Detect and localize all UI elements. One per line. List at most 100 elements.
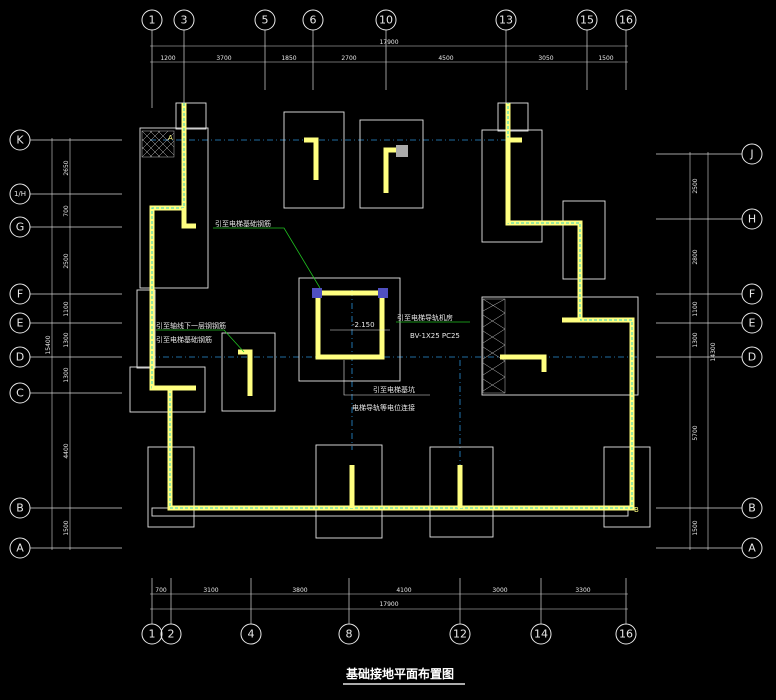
foundation-block-15 bbox=[562, 200, 606, 280]
axis-label: 12 bbox=[453, 628, 467, 641]
dim-text: 3100 bbox=[203, 587, 218, 594]
dim-text: 1850 bbox=[281, 55, 296, 62]
axis-marker-left-D: D bbox=[9, 346, 122, 368]
dim-text: 3300 bbox=[575, 587, 590, 594]
grid-lines bbox=[150, 139, 640, 470]
axis-marker-left-F: F bbox=[9, 283, 122, 305]
axis-label: 13 bbox=[499, 14, 513, 27]
axis-label: 15 bbox=[580, 14, 594, 27]
pit-elevation: -2.150 bbox=[352, 321, 375, 329]
axis-label: 4 bbox=[248, 628, 255, 641]
axis-label: F bbox=[17, 288, 23, 301]
axis-label: 1 bbox=[149, 628, 156, 641]
axis-marker-left-K: K bbox=[9, 129, 122, 151]
note-elevator-foundation: 引至电梯基础钢筋 bbox=[215, 219, 271, 228]
axis-marker-left-C: C bbox=[9, 382, 122, 404]
axis-label: K bbox=[16, 134, 24, 147]
axis-label: 1/H bbox=[14, 190, 26, 198]
axis-label: 5 bbox=[262, 14, 269, 27]
note-elevator-pit: 引至电梯基坑 bbox=[373, 385, 415, 394]
axis-label: 2 bbox=[168, 628, 175, 641]
axis-label: G bbox=[16, 221, 25, 234]
pit-corner-mark bbox=[312, 288, 322, 298]
axis-marker-top-10: 10 bbox=[375, 9, 397, 90]
foundation-block-8 bbox=[315, 444, 383, 539]
elevator-pit-outline bbox=[298, 277, 401, 382]
dim-text: 1500 bbox=[692, 520, 699, 535]
dim-text: 4400 bbox=[63, 443, 70, 458]
axis-label: 14 bbox=[534, 628, 548, 641]
axis-marker-bottom-16: 16 bbox=[615, 578, 637, 645]
foundation-neck bbox=[175, 102, 207, 130]
axis-marker-left-A: A bbox=[9, 537, 122, 559]
hatch-top-left bbox=[141, 130, 175, 158]
left-dimension-chain: 15400 2650 700 2500 1100 1300 1300 4400 … bbox=[45, 138, 71, 550]
drawing-title: 基础接地平面布置图 bbox=[345, 666, 454, 681]
wall-stub bbox=[505, 137, 522, 223]
axis-label: 10 bbox=[379, 14, 393, 27]
axis-marker-right-A: A bbox=[656, 537, 763, 559]
cable-spec: BV-1X25 PC25 bbox=[410, 332, 460, 340]
note-elevator-foundation-2: 引至电梯基础钢筋 bbox=[156, 335, 212, 344]
mark-b: B bbox=[634, 506, 639, 514]
axis-marker-top-16: 16 bbox=[615, 9, 637, 90]
axis-marker-top-15: 15 bbox=[576, 9, 598, 90]
axis-marker-top-1: 1 bbox=[141, 9, 163, 108]
axis-label: 16 bbox=[619, 14, 633, 27]
axis-label: J bbox=[749, 148, 753, 161]
axis-marker-right-J: J bbox=[656, 143, 763, 165]
dim-text: 2650 bbox=[63, 160, 70, 175]
foundation-block-4 bbox=[221, 332, 276, 412]
dim-text: 2700 bbox=[341, 55, 356, 62]
wall-stub-4 bbox=[238, 349, 253, 396]
wall-stub bbox=[181, 208, 196, 229]
dim-text: 700 bbox=[155, 587, 167, 594]
note-axis-steel: 引至轴线下一层钢钢筋 bbox=[156, 321, 226, 330]
wall-left-loop bbox=[149, 103, 635, 511]
drawing-title-block: 基础接地平面布置图 bbox=[343, 666, 465, 685]
grounding-walls bbox=[149, 103, 635, 511]
dim-text: 1100 bbox=[63, 301, 70, 316]
axis-label: 8 bbox=[346, 628, 353, 641]
axis-marker-bottom-1: 1 bbox=[141, 578, 163, 645]
dim-text: 3700 bbox=[216, 55, 231, 62]
axis-label: 1 bbox=[149, 14, 156, 27]
axis-marker-right-F: F bbox=[656, 283, 763, 305]
axis-marker-right-B: B bbox=[656, 497, 763, 519]
dim-text: 700 bbox=[63, 205, 70, 217]
axis-marker-left-G: G bbox=[9, 216, 122, 238]
dim-text: 2800 bbox=[692, 249, 699, 264]
foundation-block-13 bbox=[481, 129, 543, 243]
wall-stub-10 bbox=[383, 147, 396, 193]
dim-text: 1300 bbox=[63, 367, 70, 382]
axis-label: A bbox=[748, 542, 756, 555]
axis-marker-top-6: 6 bbox=[302, 9, 324, 90]
right-total-dimension: 14300 bbox=[710, 342, 717, 361]
dim-text: 4500 bbox=[438, 55, 453, 62]
dim-text: 3800 bbox=[292, 587, 307, 594]
dim-text: 4100 bbox=[396, 587, 411, 594]
axis-marker-bottom-8: 8 bbox=[338, 578, 360, 645]
dim-text: 5700 bbox=[692, 425, 699, 440]
axis-marker-right-E: E bbox=[656, 312, 763, 334]
wall-stub-right bbox=[500, 354, 547, 372]
axis-label: B bbox=[748, 502, 756, 515]
dim-text: 1300 bbox=[692, 332, 699, 347]
foundation-block-10 bbox=[359, 119, 424, 209]
axis-label: 16 bbox=[619, 628, 633, 641]
axis-marker-left-B: B bbox=[9, 497, 122, 519]
axis-marker-left-1H: 1/H bbox=[9, 183, 122, 205]
dim-text: 2500 bbox=[63, 253, 70, 268]
dim-text: 1300 bbox=[63, 332, 70, 347]
bottom-dimension-chain: 700 3100 3800 4100 3000 3300 17900 bbox=[150, 587, 628, 610]
wall-stub-6 bbox=[304, 137, 319, 180]
dim-text: 3050 bbox=[538, 55, 553, 62]
left-total-dimension: 15400 bbox=[45, 335, 52, 354]
leader-line bbox=[343, 360, 430, 396]
bottom-axis-markers: 1 2 4 8 12 14 16 bbox=[141, 578, 637, 645]
axis-label: D bbox=[748, 351, 756, 364]
equipment-box bbox=[396, 145, 408, 157]
hatch-right bbox=[482, 298, 506, 394]
axis-marker-top-5: 5 bbox=[254, 9, 276, 90]
